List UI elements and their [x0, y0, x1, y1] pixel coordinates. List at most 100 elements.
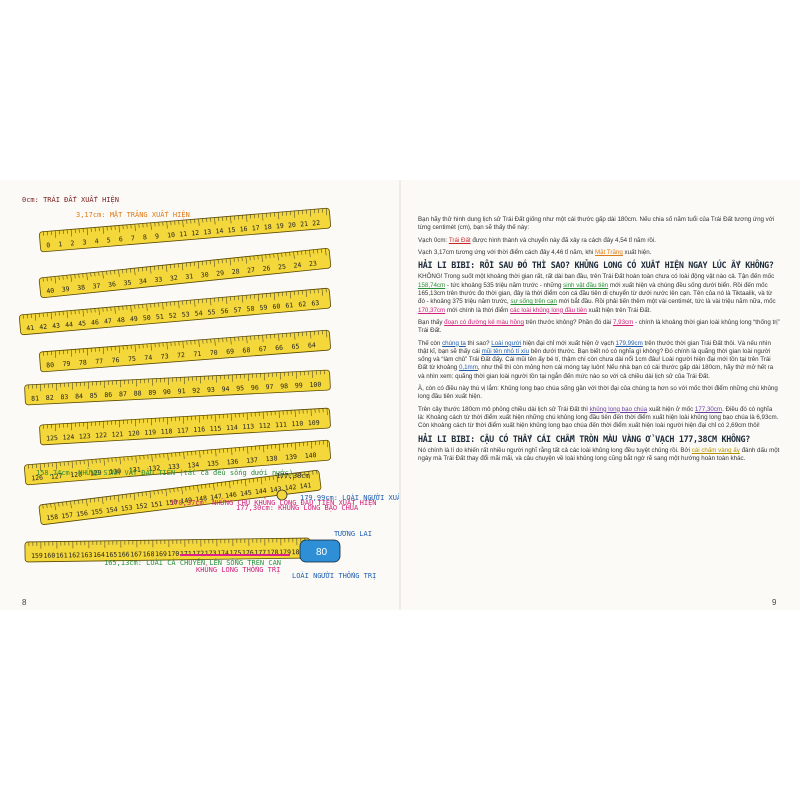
ruler-number: 24	[293, 261, 302, 270]
ruler-tick	[197, 485, 199, 493]
page-gutter	[399, 180, 401, 610]
ruler-tick	[119, 457, 121, 465]
ruler-number: 81	[31, 394, 39, 402]
ruler-tick	[86, 348, 88, 356]
ruler-number: 44	[65, 320, 74, 329]
ruler-number: 142	[284, 483, 297, 492]
ruler-number: 18	[264, 223, 273, 232]
ruler-number: 165	[105, 551, 117, 559]
ruler-tick	[135, 455, 137, 463]
ruler-tick	[242, 295, 244, 303]
ruler-tick	[166, 342, 168, 350]
ruler-number: 96	[251, 384, 259, 392]
ruler-number: 6	[119, 235, 124, 243]
ruler-tick	[229, 258, 231, 266]
ruler-number: 113	[242, 422, 254, 431]
ruler-tick	[262, 213, 264, 221]
ruler-tick	[70, 274, 72, 282]
ruler-number: 144	[254, 487, 267, 496]
ruler-number: 56	[220, 307, 229, 316]
ruler-number: 62	[298, 300, 307, 309]
ruler-number: 92	[192, 386, 200, 394]
ruler-number: 110	[291, 420, 303, 429]
ruler-number: 43	[52, 322, 61, 331]
ruler-number: 146	[225, 490, 238, 499]
ruler-tick	[133, 493, 136, 501]
ruler-number: 76	[111, 356, 119, 365]
label-first-life: 158,74cm: NHỮNG SINH VẬT ĐẦU TIÊN (tất c…	[36, 468, 293, 477]
ruler-number: 50	[143, 314, 152, 323]
ruler-number: 163	[81, 551, 93, 559]
ruler-tick	[199, 450, 201, 458]
ruler-tick	[226, 296, 228, 304]
ruler-tick	[181, 263, 184, 271]
ruler-number: 31	[185, 272, 194, 281]
ruler-number: 91	[178, 387, 186, 395]
ruler-tick	[54, 230, 56, 238]
ruler-number: 17	[251, 224, 260, 233]
ruler-tick	[82, 309, 84, 317]
ruler-number: 174	[217, 549, 229, 557]
ruler-number: 87	[119, 390, 127, 398]
label-yellow-dot: 177,38cm	[276, 472, 310, 480]
ruler-number: 133	[168, 462, 180, 471]
ruler-number: 175	[230, 549, 242, 557]
ruler-number: 70	[210, 349, 218, 358]
ruler-number: 53	[181, 310, 190, 319]
ruler-number: 58	[246, 305, 255, 314]
ruler-number: 15	[227, 226, 236, 235]
ruler-tick	[213, 259, 216, 267]
ruler-number: 23	[309, 259, 318, 268]
ruler-number: 149	[180, 496, 193, 505]
ruler-tick	[86, 499, 88, 507]
ruler-number: 177	[254, 549, 266, 557]
ruler-number: 63	[311, 299, 320, 308]
ruler-number: 129	[90, 469, 102, 478]
ruler-tick	[103, 458, 105, 466]
ruler-number: 173	[205, 549, 217, 557]
ruler-body	[24, 369, 331, 406]
moon-paragraph: Vạch 3,17cm tương ứng với thời điểm cách…	[418, 248, 652, 256]
ruler-number: 167	[130, 550, 142, 558]
ruler-tick	[150, 266, 152, 274]
ruler-tick	[134, 344, 136, 352]
ruler-number: 14	[215, 227, 224, 236]
ruler-number: 49	[130, 315, 139, 324]
ruler-number: 141	[299, 481, 312, 490]
ruler-number: 67	[259, 345, 267, 354]
ruler-number: 166	[118, 551, 130, 559]
ruler-number: 94	[221, 385, 229, 393]
ruler-number: 123	[79, 432, 91, 441]
ruler-number: 93	[207, 386, 215, 394]
ruler-tick	[34, 313, 36, 321]
ruler-tick	[326, 440, 328, 448]
ruler-tick	[70, 501, 72, 509]
ruler-number: 84	[75, 392, 83, 400]
ruler-end-label: 80	[316, 547, 328, 558]
trex-intro-paragraph: À, còn có điều này thú vị lắm: Khủng lon…	[418, 385, 778, 401]
ruler-number: 37	[92, 282, 101, 291]
ruler-number: 126	[31, 474, 43, 483]
ruler-number: 117	[177, 426, 189, 435]
yellow-dot-marker	[276, 489, 288, 501]
humans-paragraph: Thế còn chúng ta thì sao? Loài người hiệ…	[418, 339, 774, 380]
ruler-tick	[213, 483, 215, 491]
ruler-number: 152	[135, 502, 148, 511]
ruler-number: 55	[207, 308, 216, 317]
ruler-tick	[118, 225, 120, 233]
ruler-tick	[321, 288, 323, 296]
ruler-number: 8	[143, 233, 148, 241]
ruler-tick	[214, 217, 216, 225]
ruler-number: 111	[275, 421, 287, 430]
ruler-number: 11	[179, 230, 188, 239]
ruler-tick	[167, 453, 169, 461]
ruler-number: 60	[272, 302, 281, 311]
ruler-tick	[309, 250, 311, 258]
ruler-number: 57	[233, 306, 242, 315]
ruler-tick	[146, 303, 148, 311]
ruler-number: 72	[177, 351, 185, 360]
ruler-tick	[309, 209, 312, 217]
ruler-number: 66	[275, 344, 283, 353]
